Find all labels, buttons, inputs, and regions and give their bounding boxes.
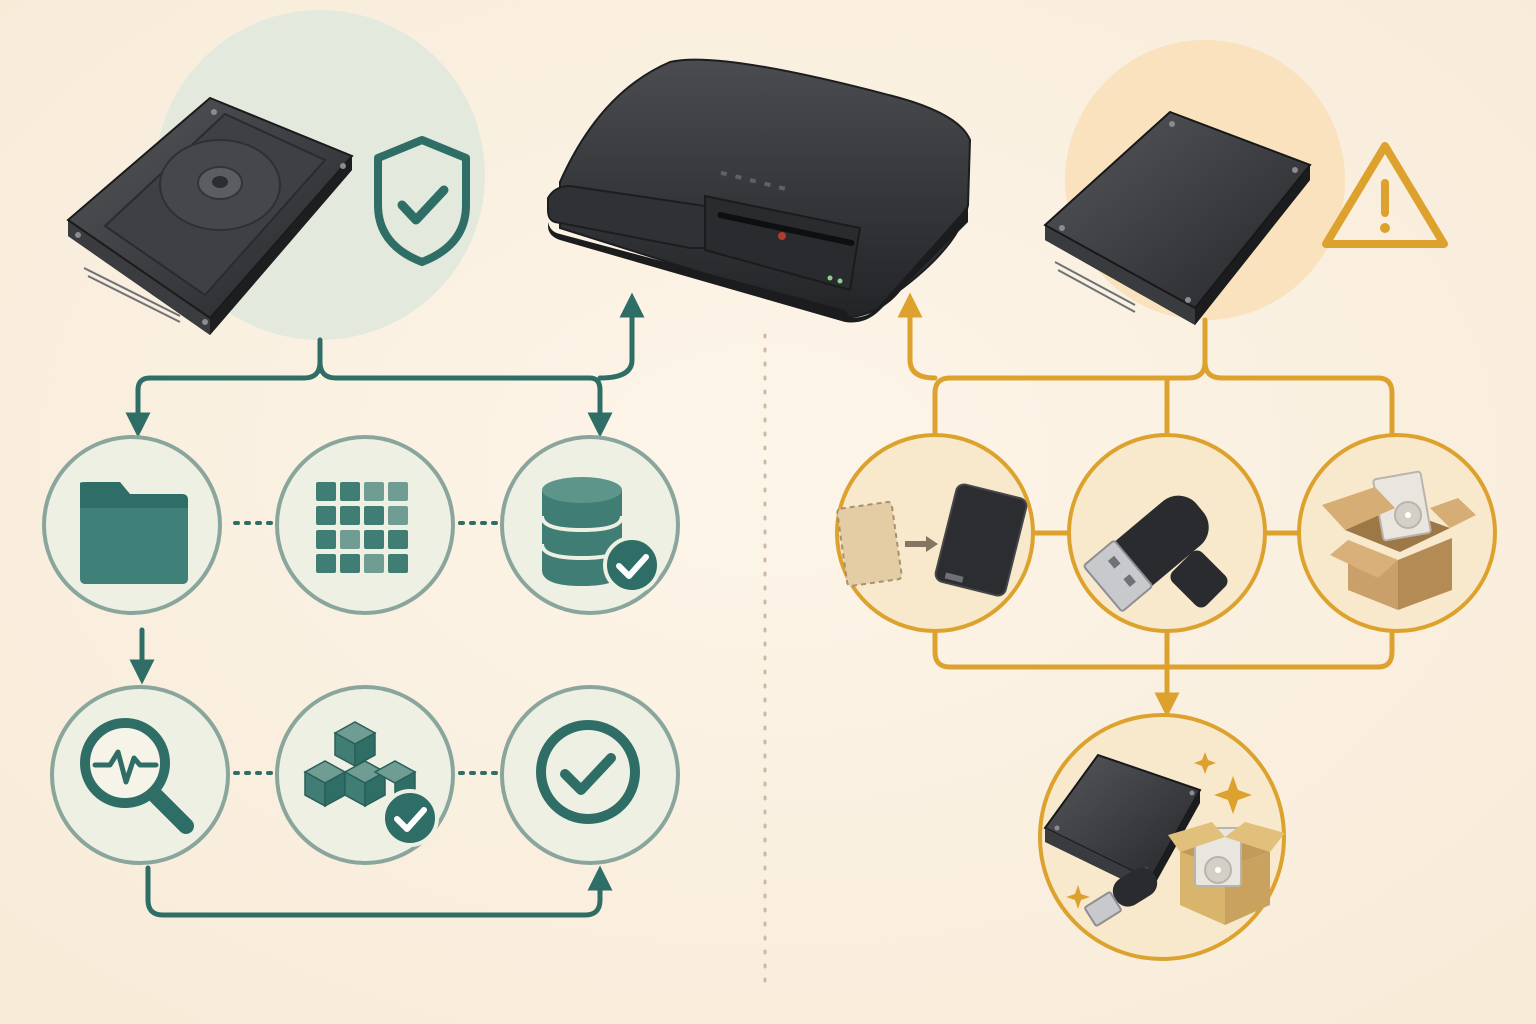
- swap-enclosure-icon: [836, 483, 1028, 597]
- warning-triangle-icon: [1322, 142, 1448, 248]
- right-branch: [835, 40, 1497, 961]
- solid-state-drive-icon: [1043, 110, 1312, 325]
- sparkle-icons: [1066, 752, 1252, 909]
- grid-icon: [316, 482, 408, 573]
- folder-icon: [80, 482, 188, 584]
- diagnostic-search-icon: [80, 718, 194, 834]
- open-box-icon: [1322, 470, 1476, 610]
- left-dotted-links: [233, 521, 502, 775]
- shield-check-icon: [374, 136, 470, 266]
- check-circle-icon: [536, 720, 640, 824]
- cubes-check-icon: [303, 721, 439, 847]
- usb-flash-drive-icon: [1083, 495, 1228, 612]
- left-branch: [42, 10, 680, 918]
- hard-disk-drive-icon: [66, 96, 354, 335]
- left-connectors: [125, 292, 645, 918]
- bundle-result-icon: [1043, 753, 1285, 927]
- database-check-icon: [540, 477, 661, 594]
- game-console-icon: [547, 58, 972, 323]
- right-connectors: [897, 292, 1395, 718]
